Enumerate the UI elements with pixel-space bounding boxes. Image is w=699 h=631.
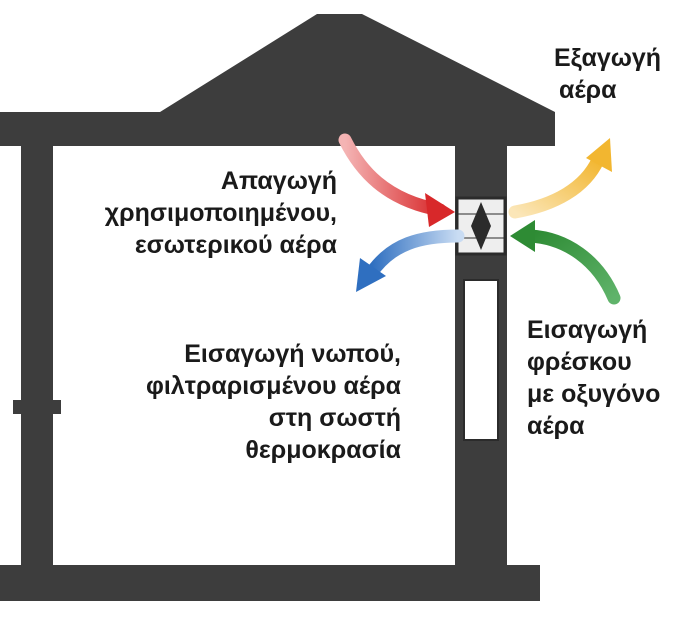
left-pillar-joint [13, 400, 61, 414]
supply-fresh-indoor-line-4: θερμοκρασία [245, 436, 401, 464]
intake-fresh-outside-line-2: φρέσκου [527, 348, 632, 376]
exhaust-outside-line-2: αέρα [559, 76, 617, 104]
intake-fresh-outside-label: Εισαγωγή φρέσκου με οξυγόνο αέρα [527, 314, 660, 442]
extract-used-air-label: Απαγωγή χρησιμοποιημένου, εσωτερικού αέρ… [105, 165, 337, 261]
intake-fresh-outside-line-4: αέρα [527, 412, 585, 440]
supply-airflow-arrow-icon [356, 229, 465, 292]
intake-fresh-outside-line-3: με οξυγόνο [527, 380, 661, 408]
wall-duct [463, 279, 499, 441]
supply-fresh-indoor-label: Εισαγωγή νωπού, φιλτραρισμένου αέρα στη … [146, 338, 401, 466]
exhaust-outside-line-1: Εξαγωγή [554, 44, 662, 72]
extract-used-air-line-1: Απαγωγή [220, 167, 337, 195]
intake-fresh-outside-line-1: Εισαγωγή [527, 316, 648, 344]
extract-used-air-line-3: εσωτερικού αέρα [134, 231, 337, 259]
floor-slab [0, 565, 540, 601]
left-pillar [21, 146, 53, 566]
exhaust-outside-label: Εξαγωγή αέρα [554, 42, 661, 106]
extract-used-air-line-2: χρησιμοποιημένου, [104, 199, 337, 227]
supply-fresh-indoor-line-3: στη σωστή [268, 404, 401, 432]
exhaust-airflow-arrow-icon [508, 138, 612, 219]
heat-recovery-unit-icon [455, 196, 507, 256]
supply-fresh-indoor-line-2: φιλτραρισμένου αέρα [146, 372, 401, 400]
intake-airflow-arrow-icon [510, 220, 621, 305]
extract-airflow-arrow-icon [338, 133, 455, 227]
supply-fresh-indoor-line-1: Εισαγωγή νωπού, [184, 340, 401, 368]
roof [0, 14, 555, 146]
